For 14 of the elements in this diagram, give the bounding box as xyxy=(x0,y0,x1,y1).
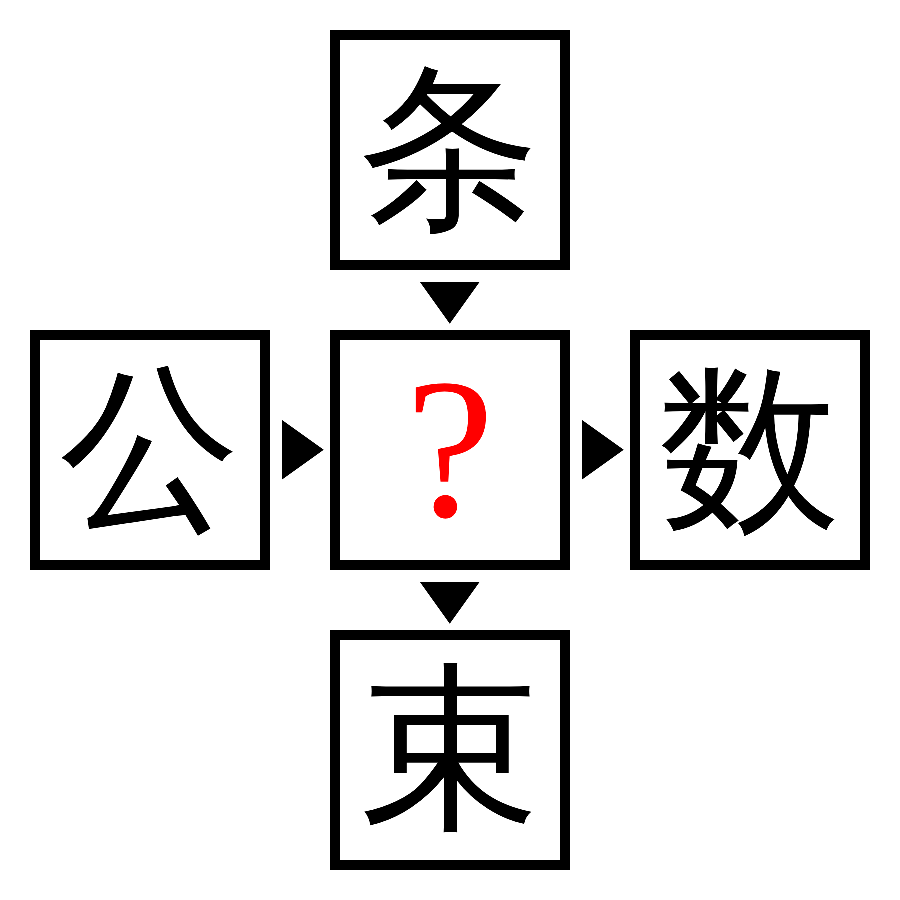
arrow xyxy=(420,582,480,624)
chinese-character: 公 xyxy=(60,360,240,540)
character-box xyxy=(330,630,570,870)
chinese-character: 束 xyxy=(360,660,540,840)
question-mark: ? xyxy=(406,350,494,550)
arrow xyxy=(582,420,624,480)
character-box xyxy=(330,30,570,270)
arrow xyxy=(282,420,324,480)
chinese-character: 条 xyxy=(360,60,540,240)
character-box xyxy=(30,330,270,570)
character-box xyxy=(630,330,870,570)
chinese-character: 数 xyxy=(660,360,840,540)
character-box xyxy=(330,330,570,570)
arrow xyxy=(420,282,480,324)
